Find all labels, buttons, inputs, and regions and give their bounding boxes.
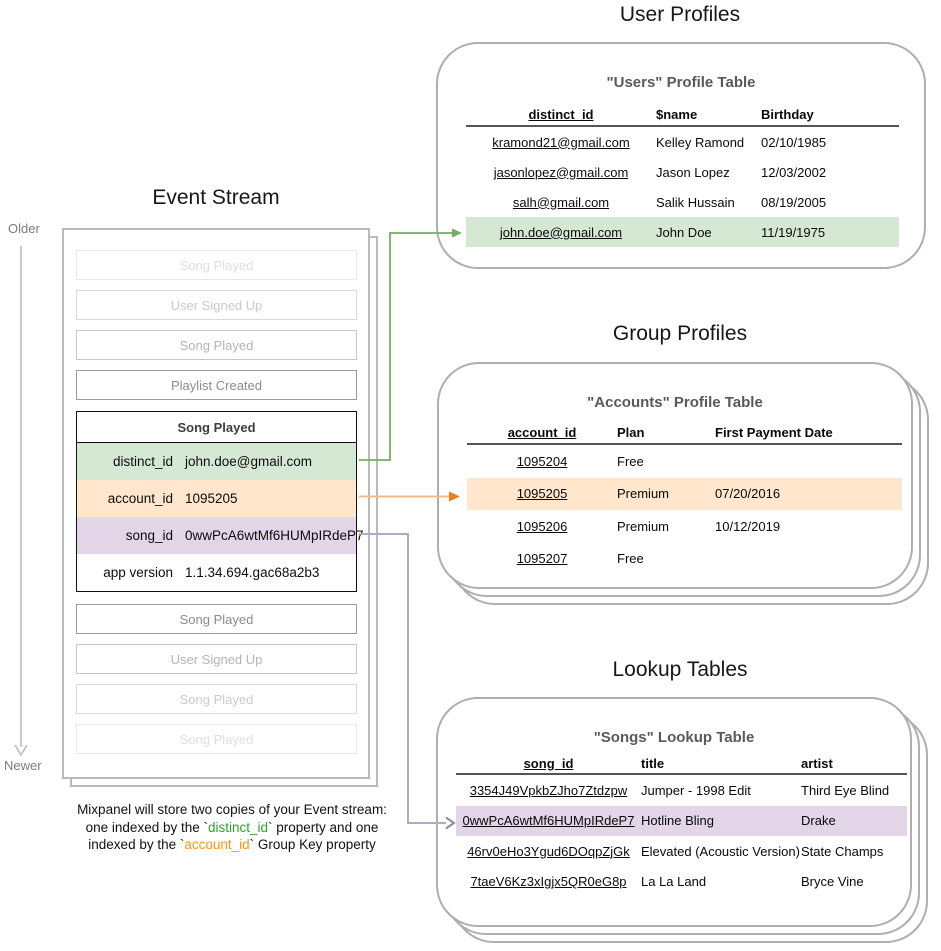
user-profiles-title: User Profiles: [619, 3, 741, 26]
newer-label: Newer: [4, 758, 42, 773]
event-stream-container: Song Played User Signed Up Song Played P…: [62, 228, 370, 779]
table-row: 7taeV6Kz3xIgjx5QR0eG8p La La Land Bryce …: [470, 874, 864, 890]
users-table-header: distinct_id $name Birthday: [466, 103, 899, 127]
event-item: Song Played: [76, 724, 357, 754]
table-row: salh@gmail.com Salik Hussain 08/19/2005: [512, 194, 827, 210]
table-row: 1095204 Free: [516, 453, 644, 469]
property-row-song-id: song_id 0wwPcA6wtMf6HUMpIRdeP7: [77, 517, 364, 554]
caption-account-id: account_id: [184, 837, 250, 852]
older-label: Older: [8, 221, 40, 236]
property-row-app-version: app version 1.1.34.694.gac68a2b3: [103, 565, 320, 580]
table-row: kramond21@gmail.com Kelley Ramond 02/10/…: [492, 134, 827, 150]
users-table-title: "Users" Profile Table: [606, 74, 756, 91]
event-item: Song Played: [76, 684, 357, 714]
users-table: distinct_id $name Birthday kramond21@gma…: [466, 103, 899, 247]
expanded-event-card: Song Played distinct_id john.doe@gmail.c…: [76, 411, 364, 592]
accounts-table: account_id Plan First Payment Date 10952…: [467, 421, 902, 575]
caption-distinct-id: distinct_id: [207, 819, 269, 835]
songs-lookup-card: "Songs" Lookup Table song_id title artis…: [436, 697, 912, 927]
accounts-table-header: account_id Plan First Payment Date: [467, 421, 902, 445]
users-profile-card: "Users" Profile Table distinct_id $name …: [436, 42, 926, 269]
event-item: Song Played: [76, 604, 357, 634]
songs-table-header: song_id title artist: [456, 753, 907, 775]
event-item: Song Played: [76, 330, 357, 360]
table-row: 1095206 Premium 10/12/2019: [516, 518, 781, 534]
property-row-distinct-id: distinct_id john.doe@gmail.com: [77, 443, 356, 480]
songs-table-title: "Songs" Lookup Table: [593, 729, 755, 746]
event-item: Song Played: [76, 250, 357, 280]
table-row: 46rv0eHo3Ygud6DOqpZjGk Elevated (Acousti…: [467, 843, 884, 859]
group-profiles-title: Group Profiles: [612, 322, 748, 345]
songs-table: song_id title artist 3354J49VpkbZJho7Ztd…: [456, 753, 907, 897]
table-row-highlighted: 1095205 Premium 07/20/2016: [467, 477, 902, 510]
accounts-profile-card: "Accounts" Profile Table account_id Plan…: [437, 362, 913, 589]
property-row-account-id: account_id 1095205: [77, 480, 356, 517]
accounts-table-title: "Accounts" Profile Table: [587, 394, 763, 411]
expanded-event-name: Song Played: [77, 412, 356, 443]
lookup-tables-title: Lookup Tables: [612, 658, 748, 681]
table-row-highlighted: 0wwPcA6wtMf6HUMpIRdeP7 Hotline Bling Dra…: [456, 805, 907, 836]
table-row: 3354J49VpkbZJho7Ztdzpw Jumper - 1998 Edi…: [469, 782, 890, 798]
event-item: Playlist Created: [76, 370, 357, 400]
event-stream-title: Event Stream: [152, 186, 280, 209]
event-item: User Signed Up: [76, 644, 357, 674]
event-item: User Signed Up: [76, 290, 357, 320]
table-row: jasonlopez@gmail.com Jason Lopez 12/03/2…: [493, 164, 827, 180]
table-row-highlighted: john.doe@gmail.com John Doe 11/19/1975: [466, 217, 899, 247]
caption-text: Mixpanel will store two copies of your E…: [77, 802, 387, 852]
time-axis-arrow-icon: [14, 246, 28, 757]
table-row: 1095207 Free: [516, 551, 644, 567]
